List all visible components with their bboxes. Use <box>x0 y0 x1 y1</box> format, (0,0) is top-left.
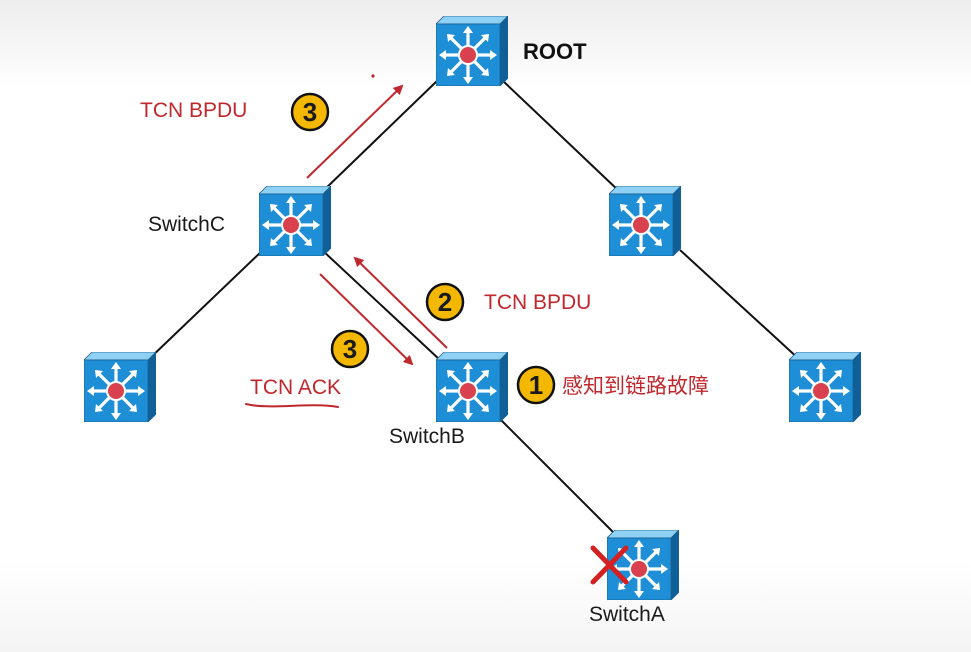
link-rightmid-rightbottom <box>679 249 801 361</box>
badge-failure: 1 <box>516 365 556 405</box>
link-root-rightmid <box>501 79 621 193</box>
message-arrows <box>306 84 448 366</box>
label-root: ROOT <box>523 39 587 64</box>
annotation-failure-note: 感知到链路故障 <box>562 375 709 398</box>
badge-top: 3 <box>290 92 330 132</box>
label-switchb: SwitchB <box>389 425 465 448</box>
switch-icon-root <box>436 16 508 86</box>
annotation-tcn-ack: TCN ACK <box>250 376 341 399</box>
badge-top-number: 3 <box>303 97 317 127</box>
tcn-ack-underline <box>245 403 339 408</box>
badge-mid: 2 <box>425 282 465 322</box>
stray-dot <box>371 74 375 78</box>
switch-icon-switcha <box>607 530 679 600</box>
switch-icon-right-mid <box>609 186 681 256</box>
badge-ack-number: 3 <box>343 334 357 364</box>
badge-ack: 3 <box>330 329 370 369</box>
x-mark-icon <box>590 545 629 585</box>
annotation-tcn-bpdu-mid: TCN BPDU <box>484 291 591 314</box>
link-switchc-switchb <box>321 249 441 361</box>
switch-icon-right-bottom <box>789 352 861 422</box>
switch-icon-left-bottom <box>84 352 156 422</box>
badge-mid-number: 2 <box>438 287 452 317</box>
label-switchc: SwitchC <box>148 213 225 236</box>
arrow-tcn-bpdu-to-root <box>306 84 404 179</box>
switch-icon-switchb <box>436 352 508 422</box>
link-switchc-leftbottom <box>147 249 264 361</box>
switch-icon-switchc <box>259 186 331 256</box>
links <box>147 79 801 536</box>
arrow-tcn-ack-to-switchb <box>319 273 414 366</box>
link-root-switchc <box>321 79 439 193</box>
label-switcha: SwitchA <box>589 603 665 626</box>
arrow-tcn-bpdu-to-switchc <box>353 256 448 349</box>
link-switchb-switcha <box>498 417 617 536</box>
annotation-tcn-bpdu-top: TCN BPDU <box>140 99 247 122</box>
badge-failure-number: 1 <box>529 370 543 400</box>
